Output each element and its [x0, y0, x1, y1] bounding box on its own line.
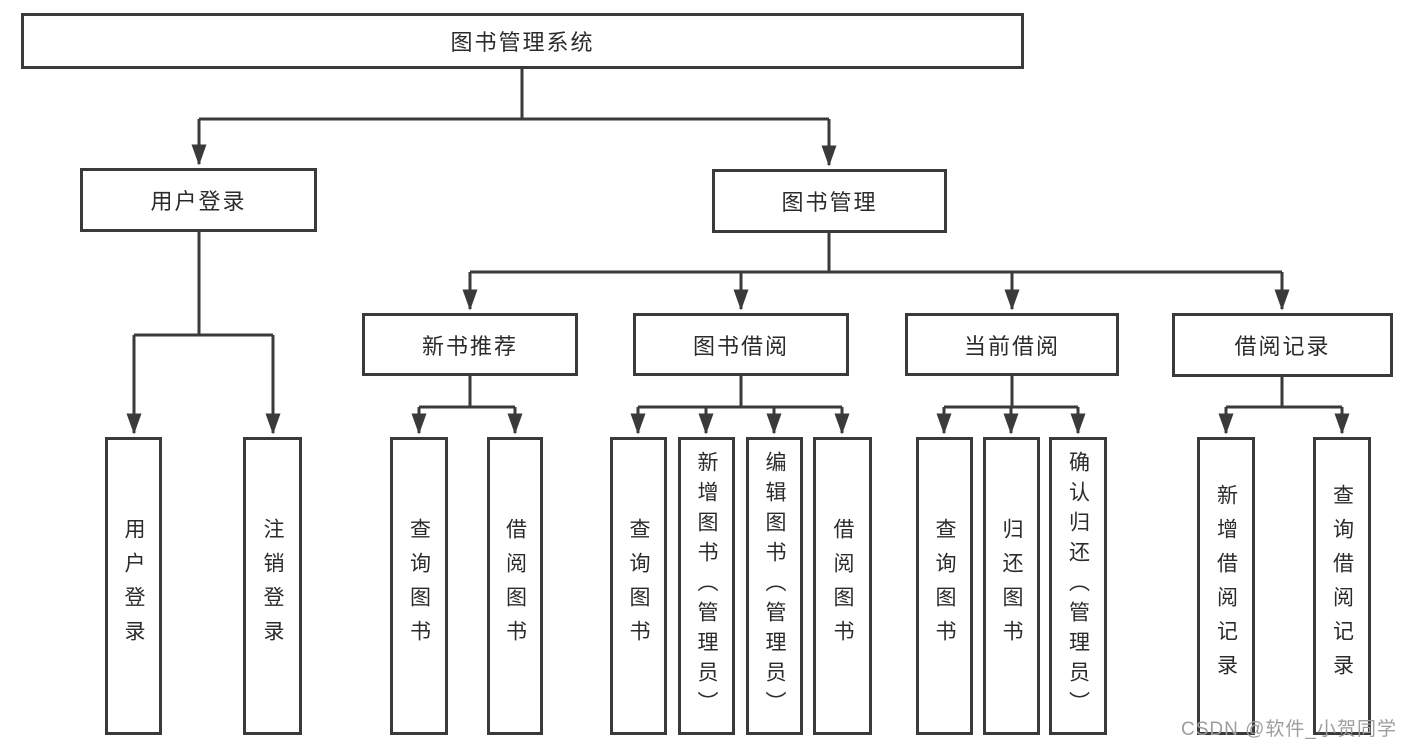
leaf-confirm-return-admin: 确认归还（管理员） [1049, 437, 1107, 735]
node-user-login-branch: 用户登录 [80, 168, 317, 232]
leaf-edit-books-admin: 编辑图书（管理员） [746, 437, 803, 735]
node-borrow-records: 借阅记录 [1172, 313, 1393, 377]
node-book-management-branch: 图书管理 [712, 169, 947, 233]
leaf-query-books-current: 查询图书 [916, 437, 973, 735]
csdn-watermark: CSDN @软件_小贺同学 [1181, 719, 1397, 740]
leaf-borrow-books: 借阅图书 [813, 437, 872, 735]
leaf-add-books-admin: 新增图书（管理员） [678, 437, 735, 735]
leaf-query-borrow-record: 查询借阅记录 [1313, 437, 1371, 735]
leaf-user-login: 用户登录 [105, 437, 162, 735]
node-current-borrow: 当前借阅 [905, 313, 1119, 376]
leaf-query-books-recommend: 查询图书 [390, 437, 448, 735]
node-book-borrow: 图书借阅 [633, 313, 849, 376]
leaf-logout: 注销登录 [243, 437, 302, 735]
leaf-borrow-books-recommend: 借阅图书 [487, 437, 543, 735]
node-new-book-recommend: 新书推荐 [362, 313, 578, 376]
leaf-query-books-borrow: 查询图书 [610, 437, 667, 735]
leaf-return-books: 归还图书 [983, 437, 1040, 735]
leaf-add-borrow-record: 新增借阅记录 [1197, 437, 1255, 735]
node-root-library-system: 图书管理系统 [21, 13, 1024, 69]
